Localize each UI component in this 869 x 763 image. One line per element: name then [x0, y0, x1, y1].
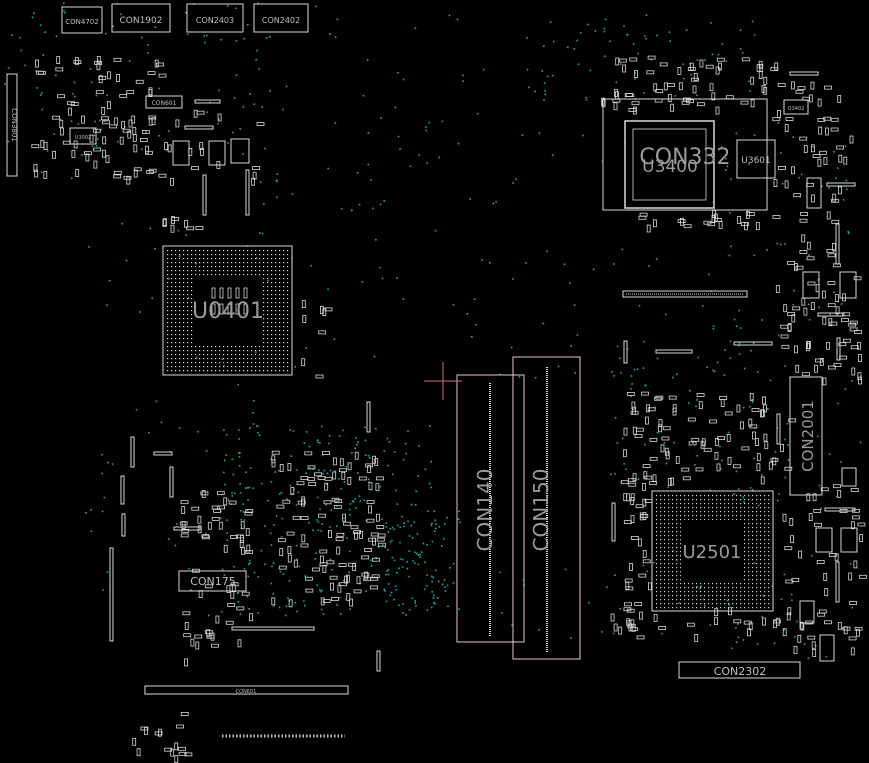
u3601-label: U3601: [741, 156, 771, 166]
top-connector-con1902[interactable]: CON1902: [111, 3, 171, 33]
con601-bottom-label: CON601: [236, 689, 257, 695]
top-connector-con2402[interactable]: CON2402: [253, 3, 309, 33]
u3002-label: U3002: [75, 135, 91, 141]
part-q3402[interactable]: Q3402: [783, 99, 809, 115]
top-connector-con4702[interactable]: CON4702: [61, 6, 103, 34]
north-bridge-u3400[interactable]: U3400 CON332: [602, 98, 768, 211]
con2403-label: CON2403: [196, 16, 234, 25]
soic-group-top-left: [172, 138, 250, 166]
con4702-label: CON4702: [65, 18, 98, 26]
memory-slot-con150[interactable]: CON150: [512, 356, 581, 660]
connector-con2302[interactable]: CON2302: [678, 661, 801, 679]
con2302-label: CON2302: [714, 665, 767, 678]
crosshair-cursor-icon: [424, 362, 462, 400]
south-bridge-u2501[interactable]: U2501: [651, 490, 774, 612]
top-connector-con2403[interactable]: CON2403: [186, 3, 244, 33]
con601-part[interactable]: CON601: [145, 95, 183, 109]
con601-label: CON601: [152, 100, 177, 107]
q3402-label: Q3402: [788, 106, 805, 112]
con2402-label: CON2402: [262, 16, 300, 25]
passive-pads: [31, 55, 867, 763]
u3400-label: U3400: [642, 157, 698, 177]
connector-con2001[interactable]: CON2001: [789, 376, 823, 496]
u2501-label: U2501: [683, 542, 742, 563]
chip-u3601[interactable]: U3601: [736, 139, 776, 179]
con1902-label: CON1902: [119, 16, 162, 26]
con150-label: CON150: [529, 469, 553, 552]
cpu-inner-pads: [211, 287, 248, 315]
u0401-label: U0401: [192, 299, 264, 324]
con175-label: CON175: [190, 575, 236, 588]
cpu-ball-grid: [167, 250, 289, 372]
south-bridge-ball-grid: [656, 495, 770, 609]
misc-connectors: [109, 71, 856, 672]
u3002-part[interactable]: U3002: [69, 127, 97, 145]
connector-bottom-con601[interactable]: CON601: [144, 685, 349, 695]
con2001-label: CON2001: [799, 400, 817, 472]
memory-slot-con140[interactable]: CON140: [456, 374, 525, 643]
connector-con175[interactable]: CON175: [178, 570, 247, 592]
con3801-label: CON3801: [10, 108, 18, 141]
right-side-ics: [799, 177, 858, 662]
left-connector-con3801[interactable]: CON3801: [6, 73, 18, 177]
fpc-connector-top[interactable]: [622, 290, 748, 298]
cpu-socket-u0401[interactable]: U0401: [162, 245, 293, 376]
con140-label: CON140: [473, 469, 497, 552]
con332-label: CON332: [639, 145, 730, 170]
